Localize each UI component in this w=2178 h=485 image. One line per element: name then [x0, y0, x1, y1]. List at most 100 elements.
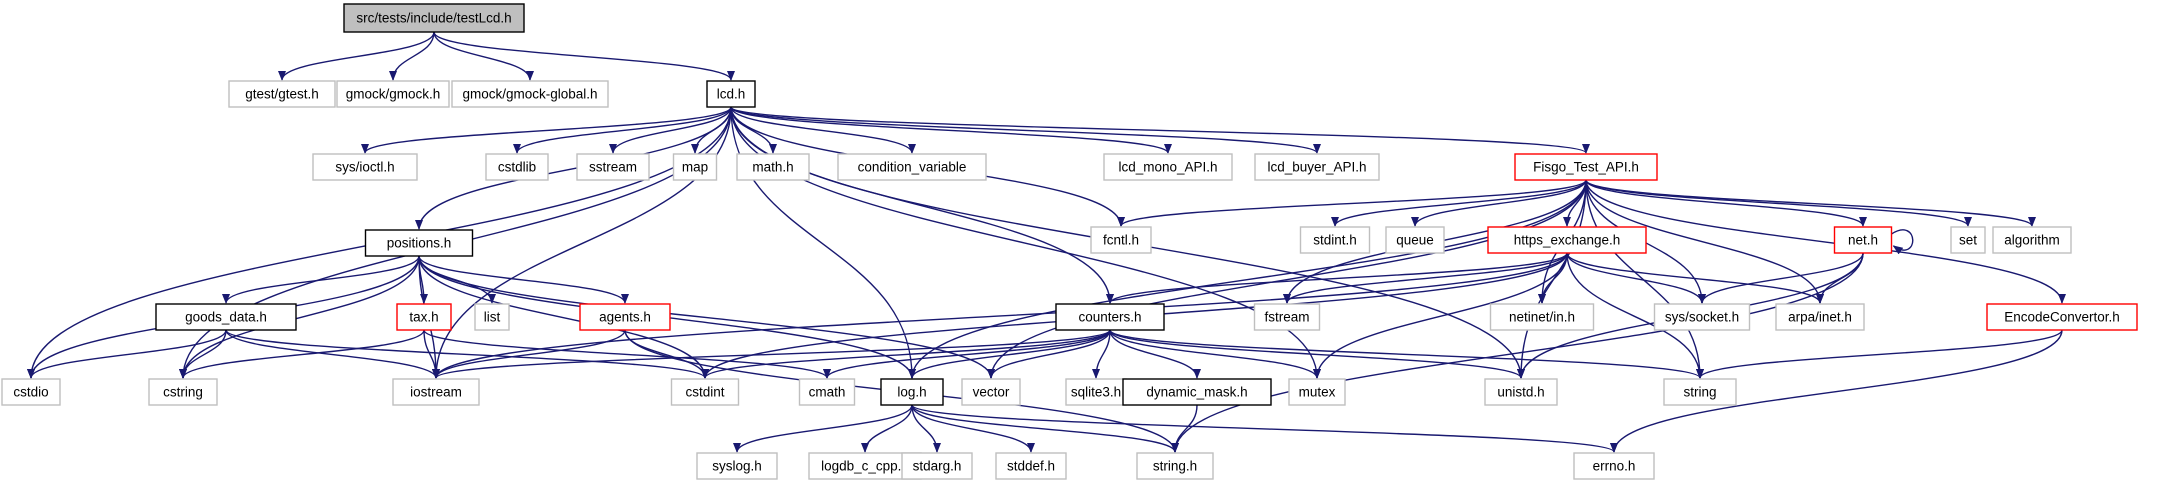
- node-string-box: [1663, 378, 1737, 406]
- node-unistd-label: unistd.h: [1497, 385, 1544, 400]
- node-sstream: sstream: [576, 153, 650, 181]
- node-ioctl: sys/ioctl.h: [312, 153, 418, 181]
- node-agents[interactable]: agents.h: [579, 303, 671, 331]
- node-fcntl-box: [1090, 226, 1152, 254]
- edge-lcd-to-condvar: [730, 106, 916, 154]
- node-tax-label: tax.h: [409, 310, 438, 325]
- node-algorithm-label: algorithm: [2004, 233, 2060, 248]
- edge-fisgo-to-set: [1585, 179, 1972, 227]
- node-net-box: [1833, 226, 1893, 254]
- node-stdint-label: stdint.h: [1313, 233, 1357, 248]
- edge-lcd-to-positions: [415, 106, 732, 230]
- node-positions[interactable]: positions.h: [364, 229, 474, 257]
- edge-fisgo-to-net: [1585, 179, 1867, 227]
- node-net[interactable]: net.h: [1833, 226, 1893, 254]
- node-lcdbuyer-label: lcd_buyer_API.h: [1267, 160, 1366, 175]
- edge-goods-to-cstdio: [27, 329, 227, 379]
- node-sqlite: sqlite3.h: [1065, 378, 1127, 406]
- edge-fisgo-to-arpa: [1585, 179, 1824, 304]
- node-https[interactable]: https_exchange.h: [1487, 226, 1647, 254]
- node-list-box: [474, 303, 510, 331]
- node-https-box: [1487, 226, 1647, 254]
- node-positions-label: positions.h: [387, 236, 452, 251]
- node-lcdbuyer: lcd_buyer_API.h: [1254, 153, 1380, 181]
- node-gmock-box: [336, 80, 450, 108]
- node-cstring-box: [148, 378, 218, 406]
- node-arpa-box: [1775, 303, 1865, 331]
- node-goods-box: [155, 303, 297, 331]
- node-encode-box: [1986, 303, 2138, 331]
- edge-log-to-stddef: [911, 404, 1035, 453]
- node-counters[interactable]: counters.h: [1055, 303, 1165, 331]
- edge-fisgo-to-vector: [987, 179, 1587, 379]
- node-cstdio-box: [1, 378, 61, 406]
- node-positions-box: [364, 229, 474, 257]
- node-math-label: math.h: [752, 160, 793, 175]
- node-fisgo-label: Fisgo_Test_API.h: [1533, 160, 1639, 175]
- node-condvar-box: [837, 153, 987, 181]
- edge-lcd-to-mutex: [730, 106, 1321, 379]
- node-string: string: [1663, 378, 1737, 406]
- edge-lcd-to-iostream: [432, 106, 732, 379]
- node-mutex-box: [1288, 378, 1346, 406]
- node-cmath-box: [798, 378, 856, 406]
- node-cstring-label: cstring: [163, 385, 203, 400]
- edge-root-to-lcd: [433, 31, 735, 81]
- node-stddef-box: [995, 452, 1067, 480]
- node-net-label: net.h: [1848, 233, 1878, 248]
- node-stddef-label: stddef.h: [1007, 459, 1055, 474]
- edge-root-to-gmock: [389, 31, 435, 81]
- node-stringh-box: [1136, 452, 1214, 480]
- node-gmockglobal: gmock/gmock-global.h: [451, 80, 609, 108]
- node-dynmask[interactable]: dynamic_mask.h: [1122, 378, 1272, 406]
- edge-https-to-string: [1566, 252, 1704, 379]
- edge-log-to-errno: [911, 404, 1618, 453]
- node-set: set: [1950, 226, 1986, 254]
- node-encode[interactable]: EncodeConvertor.h: [1986, 303, 2138, 331]
- node-math-box: [736, 153, 810, 181]
- node-cstdio: cstdio: [1, 378, 61, 406]
- node-arpa-label: arpa/inet.h: [1788, 310, 1852, 325]
- edge-fisgo-to-encode: [1585, 179, 2066, 304]
- node-cmath-label: cmath: [809, 385, 846, 400]
- node-lcd[interactable]: lcd.h: [706, 80, 756, 108]
- node-gmock: gmock/gmock.h: [336, 80, 450, 108]
- node-socket-label: sys/socket.h: [1665, 310, 1739, 325]
- node-string-label: string: [1683, 385, 1716, 400]
- node-algorithm-box: [1992, 226, 2072, 254]
- node-netinet: netinet/in.h: [1489, 303, 1595, 331]
- node-algorithm: algorithm: [1992, 226, 2072, 254]
- node-fisgo[interactable]: Fisgo_Test_API.h: [1514, 153, 1658, 181]
- node-goods[interactable]: goods_data.h: [155, 303, 297, 331]
- graph-nodes: src/tests/include/testLcd.h gtest/gtest.h…: [1, 3, 2138, 480]
- node-root[interactable]: src/tests/include/testLcd.h: [343, 3, 525, 33]
- node-tax[interactable]: tax.h: [396, 303, 452, 331]
- node-agents-label: agents.h: [599, 310, 651, 325]
- node-mutex-label: mutex: [1299, 385, 1336, 400]
- edge-net-to-stringh: [1171, 252, 1864, 453]
- node-syslog-box: [696, 452, 778, 480]
- edge-log-to-logdb: [861, 404, 913, 453]
- node-gtest: gtest/gtest.h: [228, 80, 336, 108]
- node-https-label: https_exchange.h: [1514, 233, 1621, 248]
- edge-https-to-socket: [1566, 252, 1706, 304]
- edge-lcd-to-ioctl: [361, 106, 732, 154]
- node-lcdmono-label: lcd_mono_API.h: [1118, 160, 1217, 175]
- node-log[interactable]: log.h: [880, 378, 944, 406]
- node-cstdio-label: cstdio: [13, 385, 48, 400]
- node-vector-box: [961, 378, 1021, 406]
- node-math: math.h: [736, 153, 810, 181]
- graph-edges: [27, 31, 2066, 453]
- edge-goods-to-iostream: [225, 329, 440, 379]
- node-dynmask-box: [1122, 378, 1272, 406]
- node-lcdbuyer-box: [1254, 153, 1380, 181]
- node-stdint-box: [1299, 226, 1371, 254]
- node-fcntl: fcntl.h: [1090, 226, 1152, 254]
- edge-https-to-iostream: [432, 252, 1568, 379]
- edge-counters-to-cstdint: [701, 329, 1111, 379]
- edge-log-to-syslog: [733, 404, 913, 453]
- node-errno: errno.h: [1573, 452, 1655, 480]
- node-log-label: log.h: [897, 385, 926, 400]
- node-iostream: iostream: [392, 378, 480, 406]
- edge-counters-to-iostream: [432, 329, 1111, 379]
